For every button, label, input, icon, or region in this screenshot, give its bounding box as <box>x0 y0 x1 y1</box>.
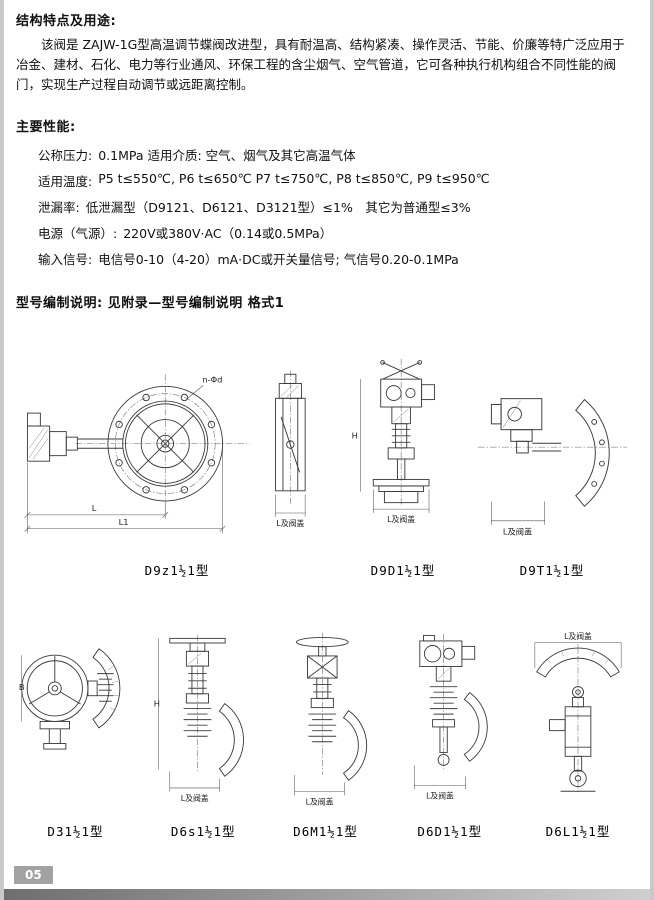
section-title-features: 结构特点及用途: <box>16 14 117 29</box>
figure-caption-d6m: D6M1½1型 <box>293 824 358 840</box>
figure-d9t: L及阀盖 D9T1½1型 <box>472 385 632 579</box>
spec-row-temperature: 适用温度: P5 t≤550℃, P6 t≤650℃ P7 t≤750℃, P8… <box>38 171 636 190</box>
figure-caption-d6l: D6L1½1型 <box>545 824 611 840</box>
drawing-d6d: L及阀盖 <box>413 633 488 801</box>
drawing-d31: B <box>19 648 121 750</box>
drawing-d9z-front-view: L L1 n-Φd <box>24 374 250 534</box>
spec-row-leakage: 泄漏率: 低泄漏型（D9121、D6121、D3121型）≤1% 其它为普通型≤… <box>38 197 636 216</box>
spec-value: 0.1MPa 适用介质: 空气、烟气及其它高温气体 <box>98 148 356 164</box>
spec-value: 低泄漏型（D9121、D6121、D3121型）≤1% 其它为普通型≤3% <box>85 200 471 216</box>
spec-list: 公称压力: 0.1MPa 适用介质: 空气、烟气及其它高温气体 适用温度: P5… <box>38 145 636 268</box>
document-page: 结构特点及用途: 该阀是 ZAJW-1G型高温调节蝶阀改进型，具有耐温高、结构紧… <box>4 0 650 900</box>
drawing-d6s: H L及阀盖 <box>154 634 245 803</box>
figure-d9z: L L1 n-Φd <box>20 365 334 579</box>
spec-value: 220V或380V·AC（0.14或0.5MPa） <box>123 226 333 242</box>
figure-row-2: B D31½1型 H <box>16 631 636 840</box>
valve-cover-label: L及阀盖 <box>276 518 304 528</box>
dim-label-L: L <box>92 503 97 513</box>
figure-row-1: L L1 n-Φd <box>16 355 636 579</box>
footer-bar <box>4 889 650 900</box>
spec-label: 输入信号: <box>38 252 93 268</box>
spec-label: 泄漏率: <box>38 200 80 216</box>
spec-row-input-signal: 输入信号: 电信号0-10（4-20）mA·DC或开关量信号; 气信号0.20-… <box>38 249 636 268</box>
drawing-d6m: L及阀盖 <box>293 633 367 807</box>
valve-cover-label: L及阀盖 <box>426 791 454 801</box>
figure-caption-d6d: D6D1½1型 <box>417 824 483 840</box>
valve-cover-label: L及阀盖 <box>564 631 592 641</box>
dim-label-H: H <box>154 699 160 709</box>
dim-label-H: H <box>352 431 358 441</box>
figure-caption-d9t: D9T1½1型 <box>519 563 585 579</box>
figure-d9d: H L及阀盖 D9D1½1型 <box>347 355 459 579</box>
figure-d31: B D31½1型 <box>18 631 133 840</box>
valve-cover-label: L及阀盖 <box>305 797 333 807</box>
figure-d6s: H L及阀盖 D6s1½1型 <box>151 631 255 840</box>
page-footer: 05 <box>4 864 650 900</box>
drawing-d9t: L及阀盖 <box>477 398 628 537</box>
page-number: 05 <box>14 866 53 884</box>
valve-cover-label: L及阀盖 <box>181 793 209 803</box>
section-title-performance: 主要性能: <box>16 120 76 136</box>
spec-value: 电信号0-10（4-20）mA·DC或开关量信号; 气信号0.20-0.1MPa <box>98 252 459 268</box>
figure-caption-d9d: D9D1½1型 <box>370 563 436 579</box>
drawing-d9z-side-view: L及阀盖 <box>275 370 306 528</box>
figure-caption-d6s: D6s1½1型 <box>170 824 236 840</box>
dim-label-B: B <box>19 682 25 692</box>
spec-label: 电源（气源）: <box>38 226 118 242</box>
spec-row-power: 电源（气源）: 220V或380V·AC（0.14或0.5MPa） <box>38 223 636 242</box>
drawing-d6l: L及阀盖 <box>534 631 622 793</box>
drawing-d9d: H L及阀盖 <box>352 358 436 524</box>
figure-caption-d9z: D9z1½1型 <box>144 563 210 579</box>
figure-d6l: L及阀盖 <box>522 631 634 840</box>
bolt-note-label: n-Φd <box>202 375 222 385</box>
figure-caption-d31: D31½1型 <box>47 824 104 840</box>
section-title-model-numbering: 型号编制说明: 见附录—型号编制说明 格式1 <box>16 296 285 312</box>
spec-label: 适用温度: <box>38 174 93 190</box>
valve-cover-label: L及阀盖 <box>387 514 415 524</box>
dim-label-L1: L1 <box>119 517 129 527</box>
spec-value: P5 t≤550℃, P6 t≤650℃ P7 t≤750℃, P8 t≤850… <box>98 171 490 187</box>
features-paragraph: 该阀是 ZAJW-1G型高温调节蝶阀改进型，具有耐温高、结构紧凑、操作灵活、节能… <box>16 37 625 92</box>
figure-d6m: L及阀盖 D6M1½1型 <box>274 631 378 840</box>
figure-d6d: L及阀盖 D6D1½1型 <box>396 631 504 840</box>
spec-label: 公称压力: <box>38 148 93 164</box>
spec-row-nominal-pressure: 公称压力: 0.1MPa 适用介质: 空气、烟气及其它高温气体 <box>38 145 636 164</box>
valve-cover-label: L及阀盖 <box>503 527 532 537</box>
